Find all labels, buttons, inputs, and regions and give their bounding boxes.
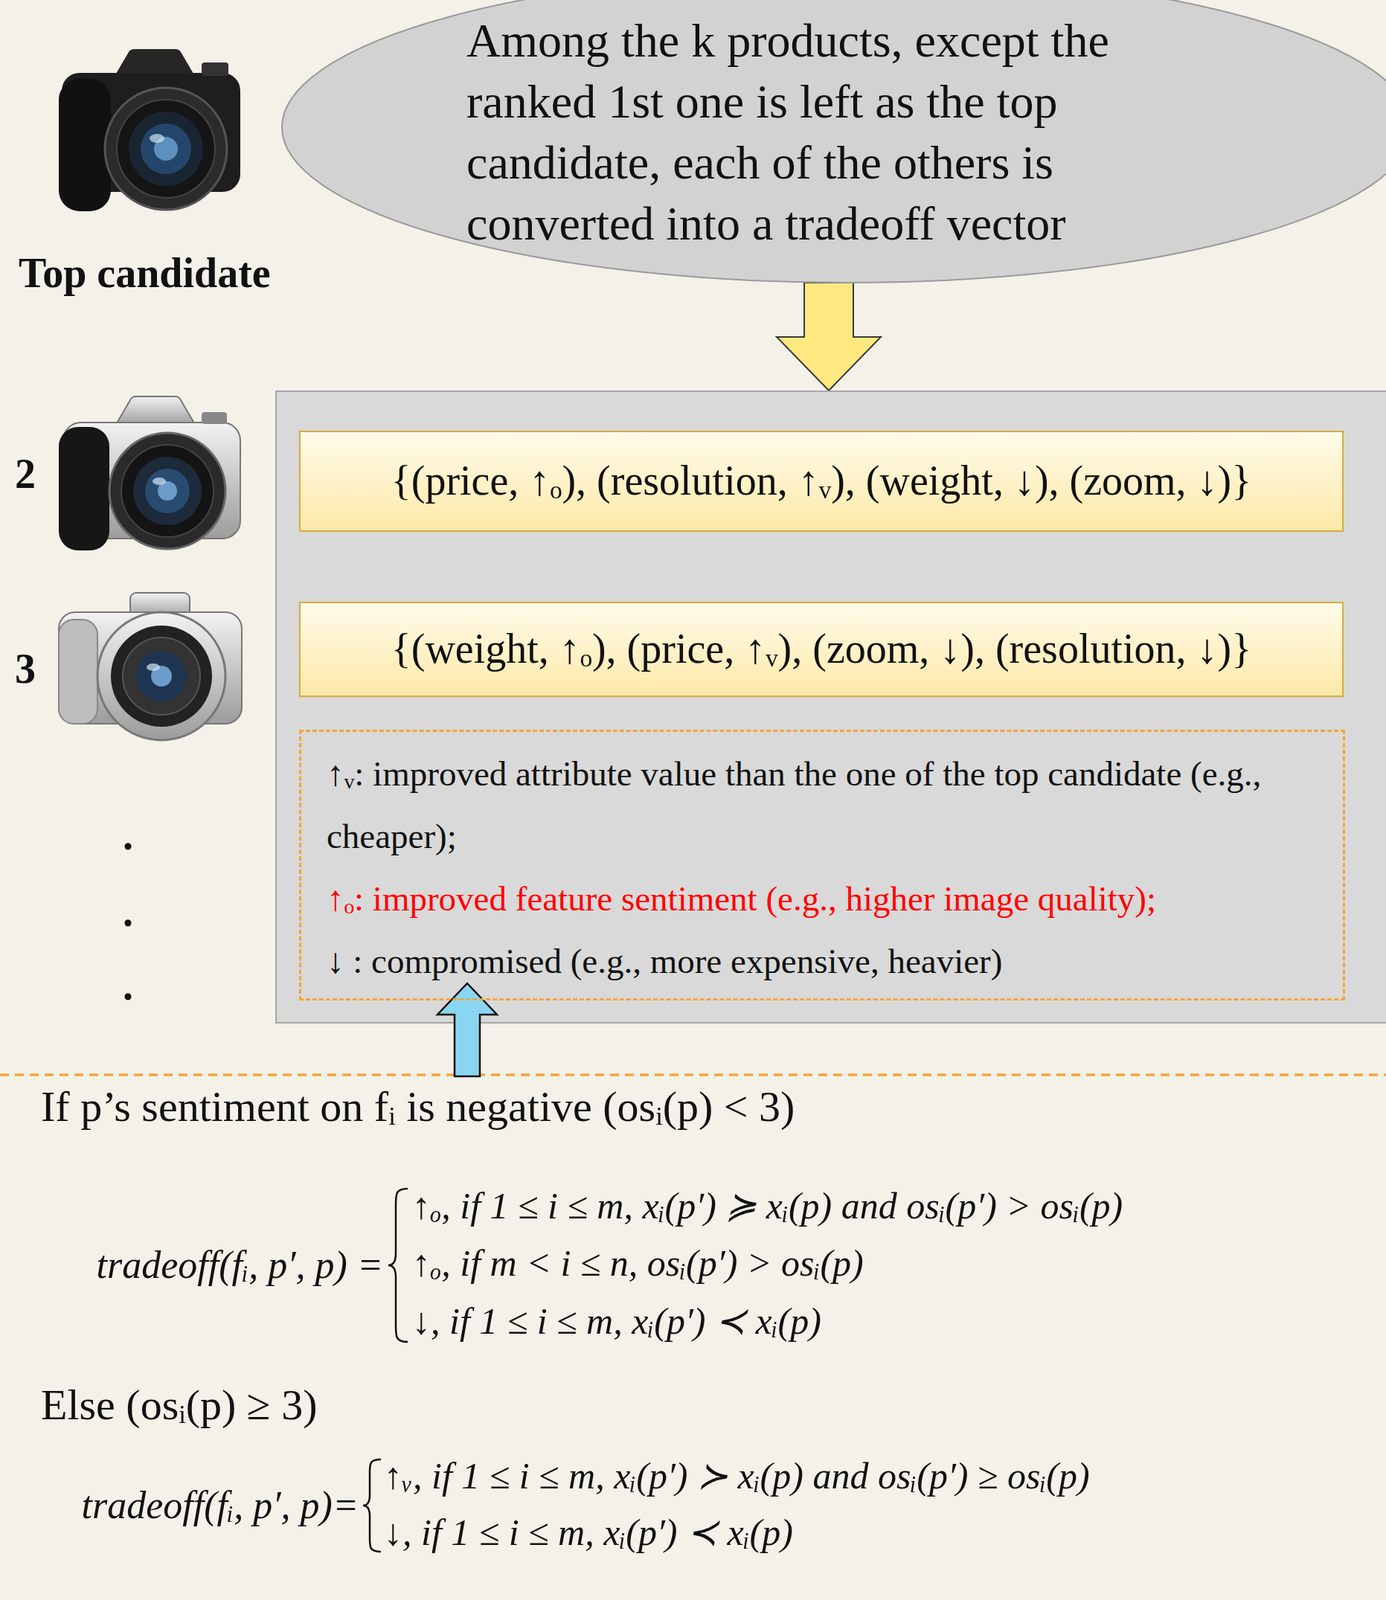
condition-text: If p’s sentiment on fᵢ is negative (osᵢ(… bbox=[40, 1082, 795, 1133]
text-block: {(weight, ↑ₒ), (price, ↑ᵥ), (zoom, ↓), (… bbox=[391, 624, 1252, 675]
brace bbox=[363, 1459, 381, 1552]
legend-text: ↓ : compromised (e.g., more expensive, h… bbox=[326, 929, 1321, 993]
brace bbox=[388, 1188, 408, 1343]
camera-illustration bbox=[58, 396, 241, 551]
ellipsis-dot: . bbox=[122, 961, 134, 1010]
camera-illustration bbox=[58, 49, 241, 212]
rank-number: 3 bbox=[14, 645, 36, 693]
rank-number: 2 bbox=[14, 450, 36, 498]
formula-case: ↑ᵥ, if 1 ≤ i ≤ m, xᵢ(p′) ≻ xᵢ(p) and osᵢ… bbox=[383, 1455, 1090, 1499]
condition-text: Else (osᵢ(p) ≥ 3) bbox=[40, 1380, 318, 1431]
candidate-label: Top candidate bbox=[18, 249, 271, 297]
tradeoff-vector-text: {(price, ↑ₒ), (resolution, ↑ᵥ), (weight,… bbox=[391, 456, 1252, 506]
tradeoff-vector-box: {(price, ↑ₒ), (resolution, ↑ᵥ), (weight,… bbox=[299, 430, 1344, 532]
callout-text: Among the k products, except the ranked … bbox=[466, 10, 1203, 255]
block-arrow bbox=[776, 282, 881, 391]
text-block: ↑ᵥ: improved attribute value than the on… bbox=[326, 742, 1321, 993]
ellipsis-dot: . bbox=[122, 811, 134, 860]
text-block: {(price, ↑ₒ), (resolution, ↑ᵥ), (weight,… bbox=[391, 456, 1252, 506]
up-arrow bbox=[437, 983, 497, 1077]
legend-text: ↑ᵥ: improved attribute value than the on… bbox=[326, 742, 1321, 868]
text-block: Among the k products, except the ranked … bbox=[466, 10, 1203, 255]
tradeoff-vector-box: {(weight, ↑ₒ), (price, ↑ᵥ), (zoom, ↓), (… bbox=[299, 601, 1344, 698]
legend-box: ↑ᵥ: improved attribute value than the on… bbox=[299, 729, 1346, 1001]
formula-lhs: tradeoff(fᵢ, p′, p)= bbox=[81, 1483, 359, 1529]
formula-case: ↑ₒ, if m < i ≤ n, osᵢ(p′) > osᵢ(p) bbox=[412, 1242, 864, 1286]
vector-panel: {(price, ↑ₒ), (resolution, ↑ᵥ), (weight,… bbox=[275, 390, 1386, 1024]
legend-text: ↑ₒ: improved feature sentiment (e.g., hi… bbox=[326, 867, 1321, 930]
formula-case: ↑ₒ, if 1 ≤ i ≤ m, xᵢ(p′) ≽ xᵢ(p) and osᵢ… bbox=[412, 1185, 1123, 1229]
formula-lhs: tradeoff(fᵢ, p′, p) = bbox=[96, 1243, 384, 1288]
separator-line bbox=[0, 1073, 1386, 1077]
formula-case: ↓, if 1 ≤ i ≤ m, xᵢ(p′) ≺ xᵢ(p) bbox=[383, 1511, 794, 1555]
formula-case: ↓, if 1 ≤ i ≤ m, xᵢ(p′) ≺ xᵢ(p) bbox=[412, 1300, 822, 1344]
callout-ellipse: Among the k products, except the ranked … bbox=[280, 0, 1386, 285]
tradeoff-vector-text: {(weight, ↑ₒ), (price, ↑ᵥ), (zoom, ↓), (… bbox=[391, 624, 1252, 675]
ellipse-shape bbox=[281, 0, 1386, 283]
ellipsis-dot: . bbox=[122, 888, 134, 936]
camera-illustration bbox=[58, 592, 242, 741]
